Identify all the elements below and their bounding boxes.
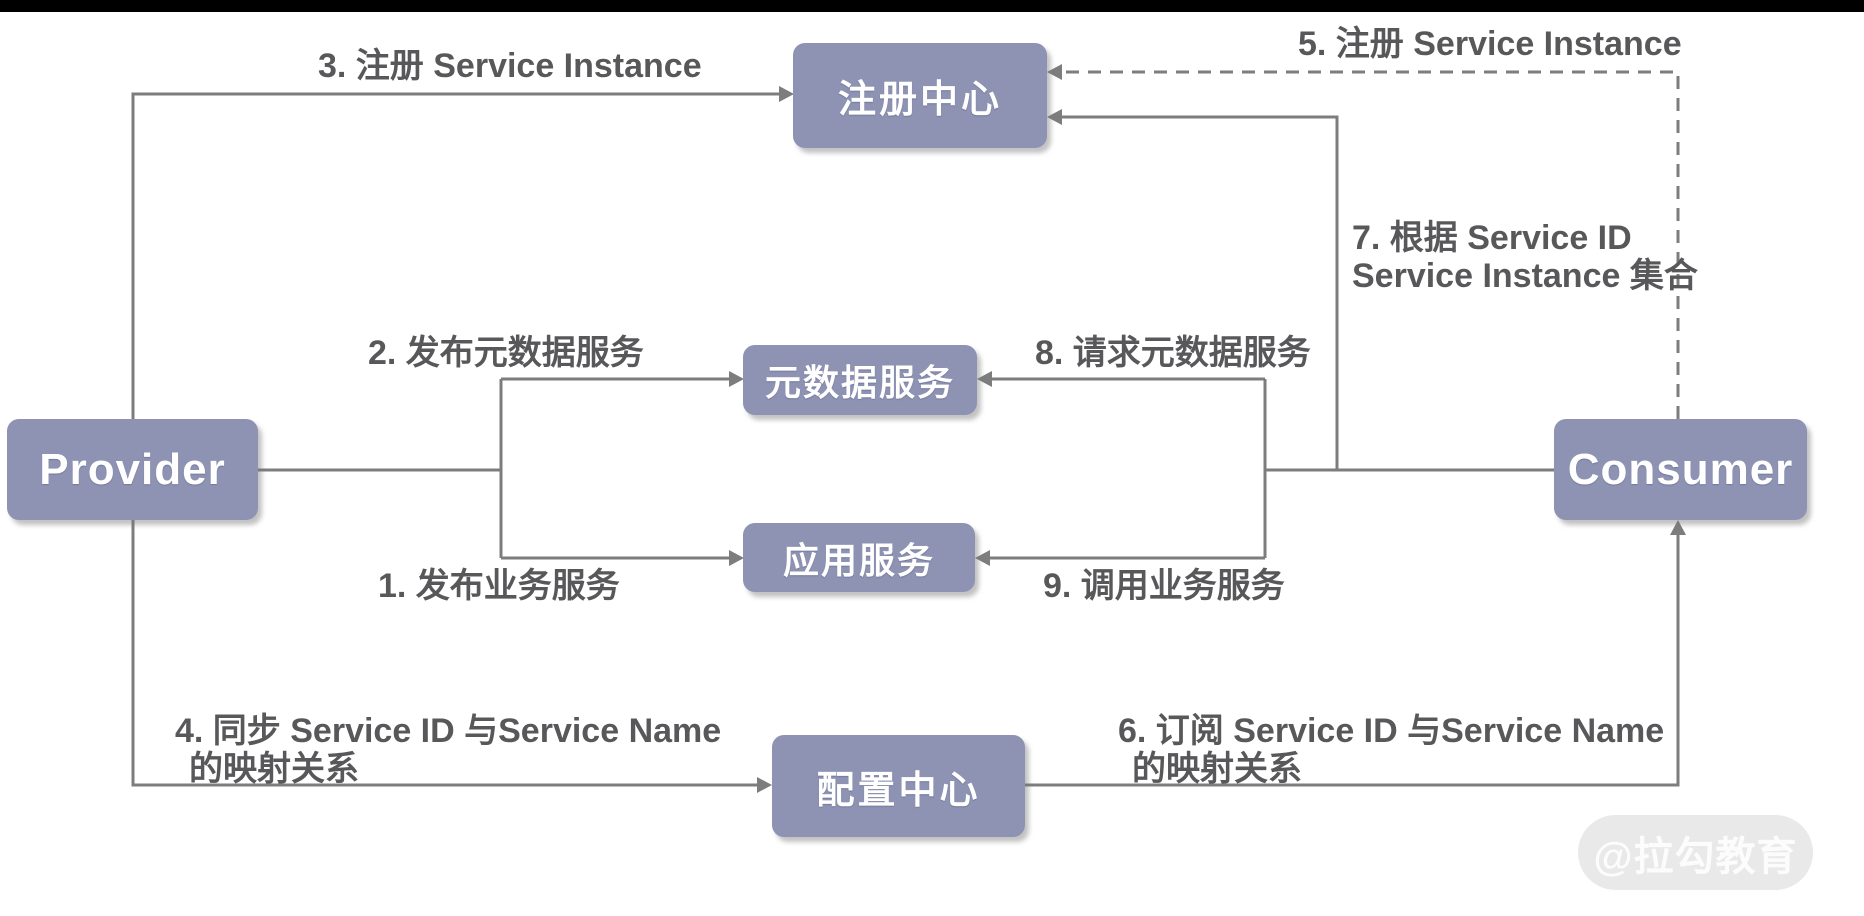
edge-7-arrowhead: [1047, 109, 1062, 125]
node-metadata-service: 元数据服务: [743, 345, 977, 415]
watermark-badge: @拉勾教育: [1578, 815, 1813, 890]
edge-label-6-line1: 6. 订阅 Service ID 与Service Name: [1118, 712, 1665, 750]
edge-label-7: 7. 根据 Service ID Service Instance 集合: [1352, 219, 1698, 295]
edge-4-arrowhead: [757, 777, 772, 793]
edge-label-4: 4. 同步 Service ID 与Service Name 的映射关系: [175, 712, 721, 788]
edge-1-arrowhead: [729, 550, 744, 566]
edge-label-8: 8. 请求元数据服务: [1035, 334, 1311, 372]
edge-6-line: [1025, 534, 1680, 787]
edge-label-3: 3. 注册 Service Instance: [318, 47, 702, 85]
edge-label-5: 5. 注册 Service Instance: [1298, 25, 1682, 63]
node-app-service: 应用服务: [743, 523, 975, 592]
edge-6-arrowhead: [1670, 520, 1686, 535]
edge-8-arrowhead: [977, 371, 992, 387]
edge-label-1: 1. 发布业务服务: [378, 567, 620, 605]
edge-label-4-line1: 4. 同步 Service ID 与Service Name: [175, 712, 722, 750]
edge-5-arrowhead: [1047, 64, 1062, 80]
edge-label-9: 9. 调用业务服务: [1043, 567, 1285, 605]
node-consumer: Consumer: [1554, 419, 1807, 520]
edge-label-4-line2: 的映射关系: [189, 750, 359, 788]
node-registry: 注册中心: [793, 43, 1047, 148]
edge-label-7-line1: 7. 根据 Service ID: [1352, 219, 1632, 257]
letterbox-top: [0, 0, 1864, 12]
edge-label-7-line2: Service Instance 集合: [1352, 257, 1698, 295]
edge-2-arrowhead: [729, 371, 744, 387]
edge-label-6: 6. 订阅 Service ID 与Service Name 的映射关系: [1118, 712, 1664, 788]
edge-4-line: [131, 520, 758, 787]
node-config-center: 配置中心: [772, 735, 1025, 837]
edge-label-2: 2. 发布元数据服务: [368, 334, 644, 372]
edge-9-arrowhead: [975, 550, 990, 566]
edge-3-arrowhead: [779, 86, 794, 102]
edge-5-line: [1061, 70, 1680, 419]
node-provider: Provider: [7, 419, 258, 520]
edge-label-6-line2: 的映射关系: [1132, 750, 1302, 788]
edge-3-line: [131, 92, 780, 419]
edge-7-line: [1061, 115, 1339, 470]
